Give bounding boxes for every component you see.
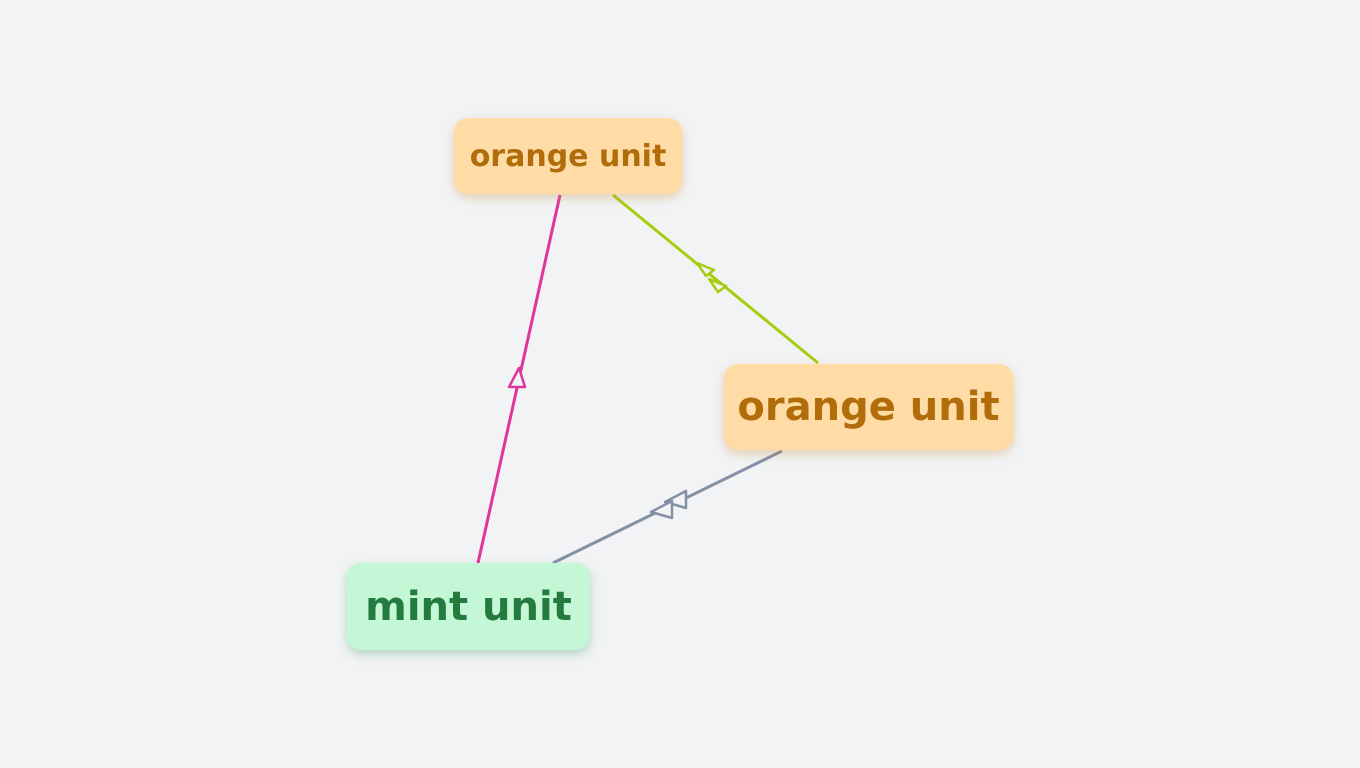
node-orange-unit-right[interactable]: orange unit xyxy=(724,364,1013,450)
edge-top-to-right-arrow-2 xyxy=(707,277,728,294)
edge-bottom-to-top-arrow xyxy=(507,366,527,389)
node-label: orange unit xyxy=(737,384,1000,430)
node-label: mint unit xyxy=(365,583,572,630)
node-orange-unit-top[interactable]: orange unit xyxy=(454,118,682,194)
edge-top-to-right xyxy=(612,193,819,365)
node-mint-unit[interactable]: mint unit xyxy=(347,563,590,650)
edge-right-to-bottom-arrow-1 xyxy=(663,489,688,510)
edge-right-to-bottom-arrow-2 xyxy=(649,499,674,520)
edge-top-to-right-arrow-1 xyxy=(695,261,716,278)
node-label: orange unit xyxy=(469,138,667,174)
